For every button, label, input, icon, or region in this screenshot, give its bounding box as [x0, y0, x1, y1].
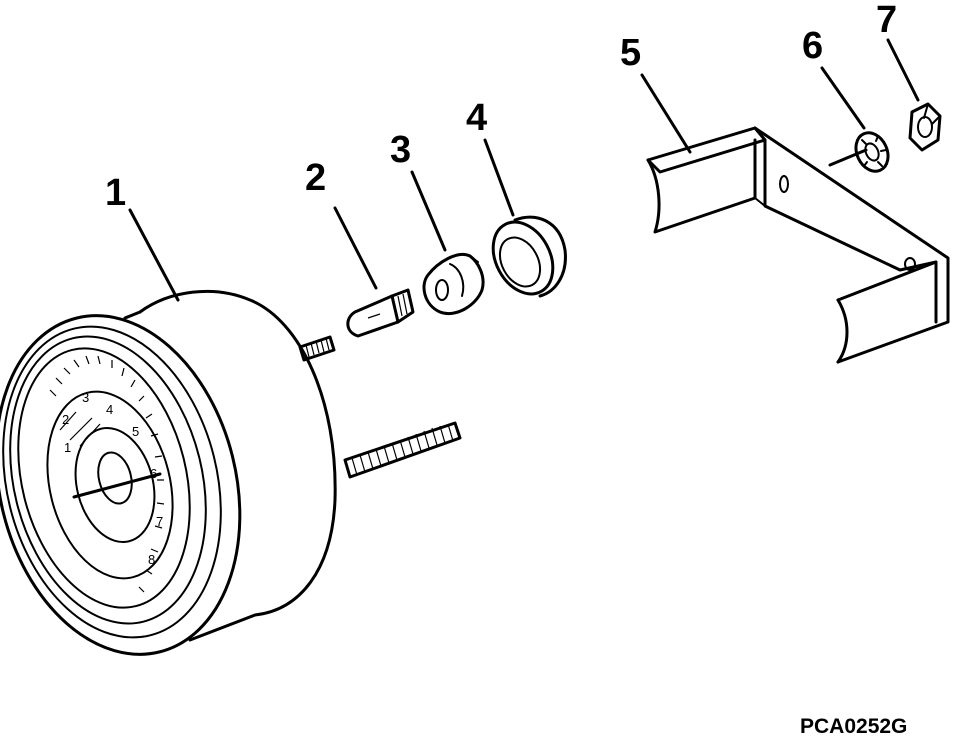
bulb-socket [422, 253, 485, 315]
dial-number-2: 2 [62, 412, 69, 427]
lamp-bulb [346, 288, 415, 338]
callout-3: 3 [390, 129, 411, 171]
callout-7: 7 [876, 0, 897, 41]
dial-number-8: 8 [148, 552, 155, 567]
dial-number-5: 5 [132, 424, 139, 439]
callout-4: 4 [466, 97, 487, 139]
dial-number-1: 1 [64, 440, 71, 455]
dial-number-6: 6 [150, 466, 157, 481]
grommet [491, 215, 567, 298]
figure-code: PCA0252G [800, 715, 907, 738]
callout-2: 2 [305, 157, 326, 199]
callout-1: 1 [105, 172, 126, 214]
dial-number-3: 3 [82, 390, 89, 405]
mounting-bracket [646, 126, 950, 364]
gauge-dial-face: 1 2 3 4 5 6 7 8 [46, 355, 174, 593]
callout-5: 5 [620, 32, 641, 74]
mounting-stud-upper [298, 335, 336, 362]
callout-6: 6 [802, 25, 823, 67]
gauge-needle [72, 472, 162, 499]
dial-number-7: 7 [156, 514, 163, 529]
dial-number-4: 4 [106, 402, 113, 417]
hex-nut [908, 102, 942, 152]
tachometer-gauge: 1 2 3 4 5 6 7 8 [0, 289, 462, 656]
callout-labels: 1 2 3 4 5 6 7 [105, 0, 897, 214]
mounting-stud-lower [343, 421, 462, 479]
lock-washer [854, 131, 890, 173]
leader-lines [128, 38, 920, 302]
